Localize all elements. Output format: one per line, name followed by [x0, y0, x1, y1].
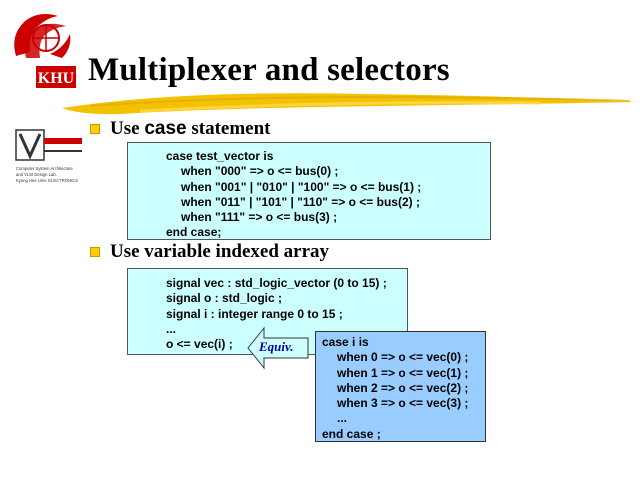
khu-logo-text: KHU [38, 70, 75, 87]
code-line: o <= vec(i) ; [166, 337, 233, 352]
khu-logo: KHU [14, 14, 76, 88]
code-line: case test_vector is [166, 149, 274, 163]
code-line: ... [166, 321, 177, 336]
bullet-2: Use variable indexed array [110, 241, 330, 262]
case-statement-code-box: case test_vector is when "000" => o <= b… [127, 142, 491, 240]
code-line: when 0 => o <= vec(0) ; [337, 350, 469, 365]
lab-caption-line-1: Computer System Architecture [16, 166, 73, 171]
code-line: when "111" => o <= bus(3) ; [181, 210, 338, 225]
title-underline-swoosh [62, 93, 638, 115]
code-line: when "011" | "101" | "110" => o <= bus(2… [181, 194, 420, 209]
code-line: signal o : std_logic ; [166, 291, 283, 306]
lab-caption-line-2: and VLSI Design Lab. [16, 172, 57, 177]
bullet-marker-2 [90, 247, 100, 257]
code-line: case i is [322, 335, 369, 349]
code-line: when 1 => o <= vec(1) ; [337, 365, 469, 380]
lab-caption-line-3: Kyung Hee Univ. ELECTRONICS [16, 178, 79, 183]
code-line: when "000" => o <= bus(0) ; [181, 164, 339, 179]
code-line: end case; [166, 225, 222, 240]
bullet-1-prefix: Use [110, 118, 145, 139]
code-line: end case ; [322, 426, 381, 441]
bullet-1-keyword: case [144, 118, 187, 139]
code-line: ... [337, 411, 348, 426]
code-line: signal i : integer range 0 to 15 ; [166, 306, 343, 321]
code-line: when 2 => o <= vec(2) ; [337, 380, 469, 395]
slide-title: Multiplexer and selectors [88, 52, 450, 88]
equiv-arrow [247, 326, 309, 370]
code-line: when 3 => o <= vec(3) ; [337, 396, 469, 411]
code-line: when "001" | "010" | "100" => o <= bus(1… [181, 179, 422, 194]
bullet-1: Use case statement [110, 118, 270, 140]
lab-logo [15, 129, 82, 161]
bullet-marker-1 [90, 124, 100, 134]
code-line: signal vec : std_logic_vector (0 to 15) … [166, 276, 387, 290]
equivalent-case-code-box: case i is when 0 => o <= vec(0) ; when 1… [315, 331, 486, 442]
bullet-1-suffix: statement [186, 118, 271, 139]
equiv-label: Equiv. [259, 339, 294, 354]
